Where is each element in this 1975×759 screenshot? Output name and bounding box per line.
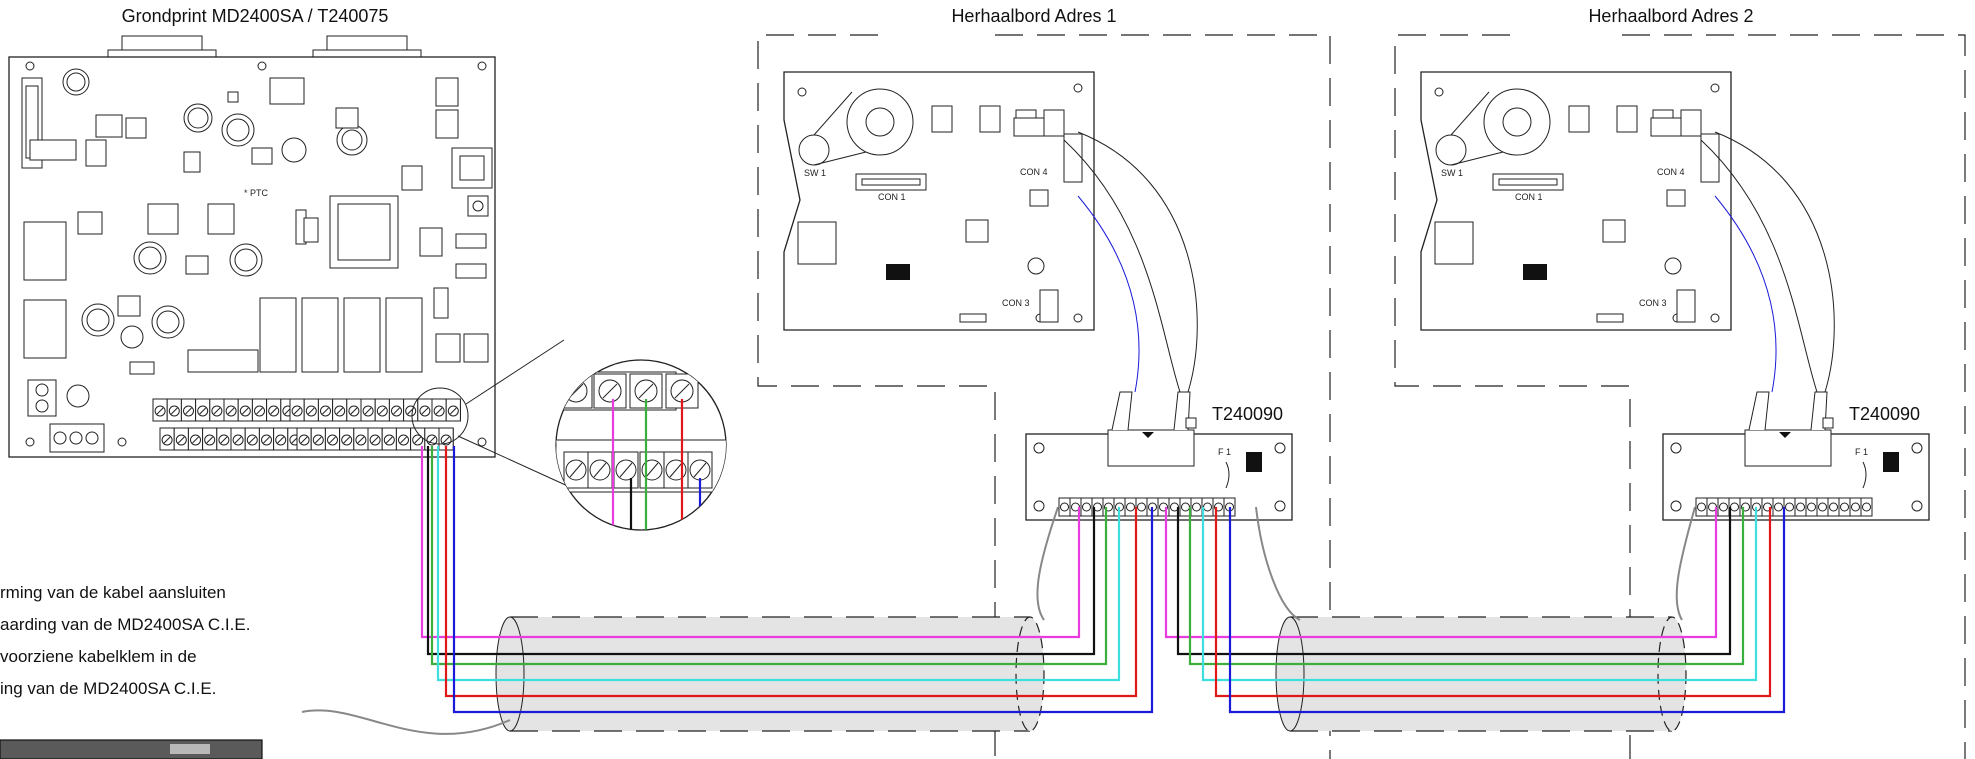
wire-segment: [1188, 507, 1745, 666]
repeater-title: Herhaalbord Adres 1: [951, 6, 1116, 26]
wire-segment: [1201, 507, 1758, 682]
fuse-label: F 1: [1218, 447, 1231, 457]
terminal-zoom-detail: [555, 359, 727, 531]
repeater-enclosures: [757, 34, 1966, 759]
sw1-label: SW 1: [1441, 168, 1463, 178]
note-line-2: aarding van de MD2400SA C.I.E.: [0, 615, 250, 634]
ptc-label: * PTC: [244, 188, 269, 198]
shield-drain-wire: [1036, 506, 1059, 621]
main-terminal-row-upper-left: [152, 398, 296, 422]
wire-segment: [1228, 507, 1786, 714]
repeater-2: Herhaalbord Adres 2 SW 1 CON 1 CON 4 CON 3 T2…: [1420, 6, 1930, 521]
con1-label: CON 1: [1515, 192, 1543, 202]
shield-drain-wire: [1675, 506, 1696, 621]
con3-label: CON 3: [1002, 298, 1030, 308]
main-board: Grondprint MD2400SA / T240075: [8, 6, 617, 509]
wire-segment: [430, 446, 1108, 666]
wire-segment: [1214, 507, 1772, 698]
main-terminal-row-lower-right: [296, 427, 454, 451]
wire-segment: [420, 446, 1081, 639]
con1-label: CON 1: [878, 192, 906, 202]
interface-board: T240090 F 1: [1025, 391, 1293, 521]
shield-drain-wire: [1255, 506, 1301, 621]
repeater-1: Herhaalbord Adres 1 SW 1 CON 1 CON 4 CON 3 T2…: [783, 6, 1293, 521]
sw1-label: SW 1: [804, 168, 826, 178]
wire-segment: [452, 446, 1154, 714]
wire-segment: [1176, 507, 1732, 656]
main-board-title: Grondprint MD2400SA / T240075: [122, 6, 389, 26]
wire-segment: [444, 446, 1138, 698]
repeater-title: Herhaalbord Adres 2: [1588, 6, 1753, 26]
main-terminal-row-upper-right: [289, 398, 461, 422]
con4-label: CON 4: [1020, 167, 1048, 177]
wire-segment: [426, 446, 1096, 656]
note-line-4: ing van de MD2400SA C.I.E.: [0, 679, 216, 698]
wire-segment: [1164, 507, 1718, 639]
interface-board-label: T240090: [1212, 404, 1283, 424]
note-line-1: rming van de kabel aansluiten: [0, 583, 226, 602]
cable-clamp-photo: [0, 739, 263, 759]
main-terminal-row-lower-left: [159, 427, 317, 451]
note-line-3: voorziene kabelklem in de: [0, 647, 197, 666]
fuse-label: F 1: [1855, 447, 1868, 457]
bus-cable: [301, 446, 1786, 735]
shield-note: rming van de kabel aansluiten aarding va…: [0, 583, 263, 759]
con3-label: CON 3: [1639, 298, 1667, 308]
wire-segment: [436, 446, 1121, 682]
interface-board-label: T240090: [1849, 404, 1920, 424]
con4-label: CON 4: [1657, 167, 1685, 177]
interface-board: T240090 F 1: [1662, 391, 1930, 521]
shield-drain-wire: [301, 709, 511, 735]
